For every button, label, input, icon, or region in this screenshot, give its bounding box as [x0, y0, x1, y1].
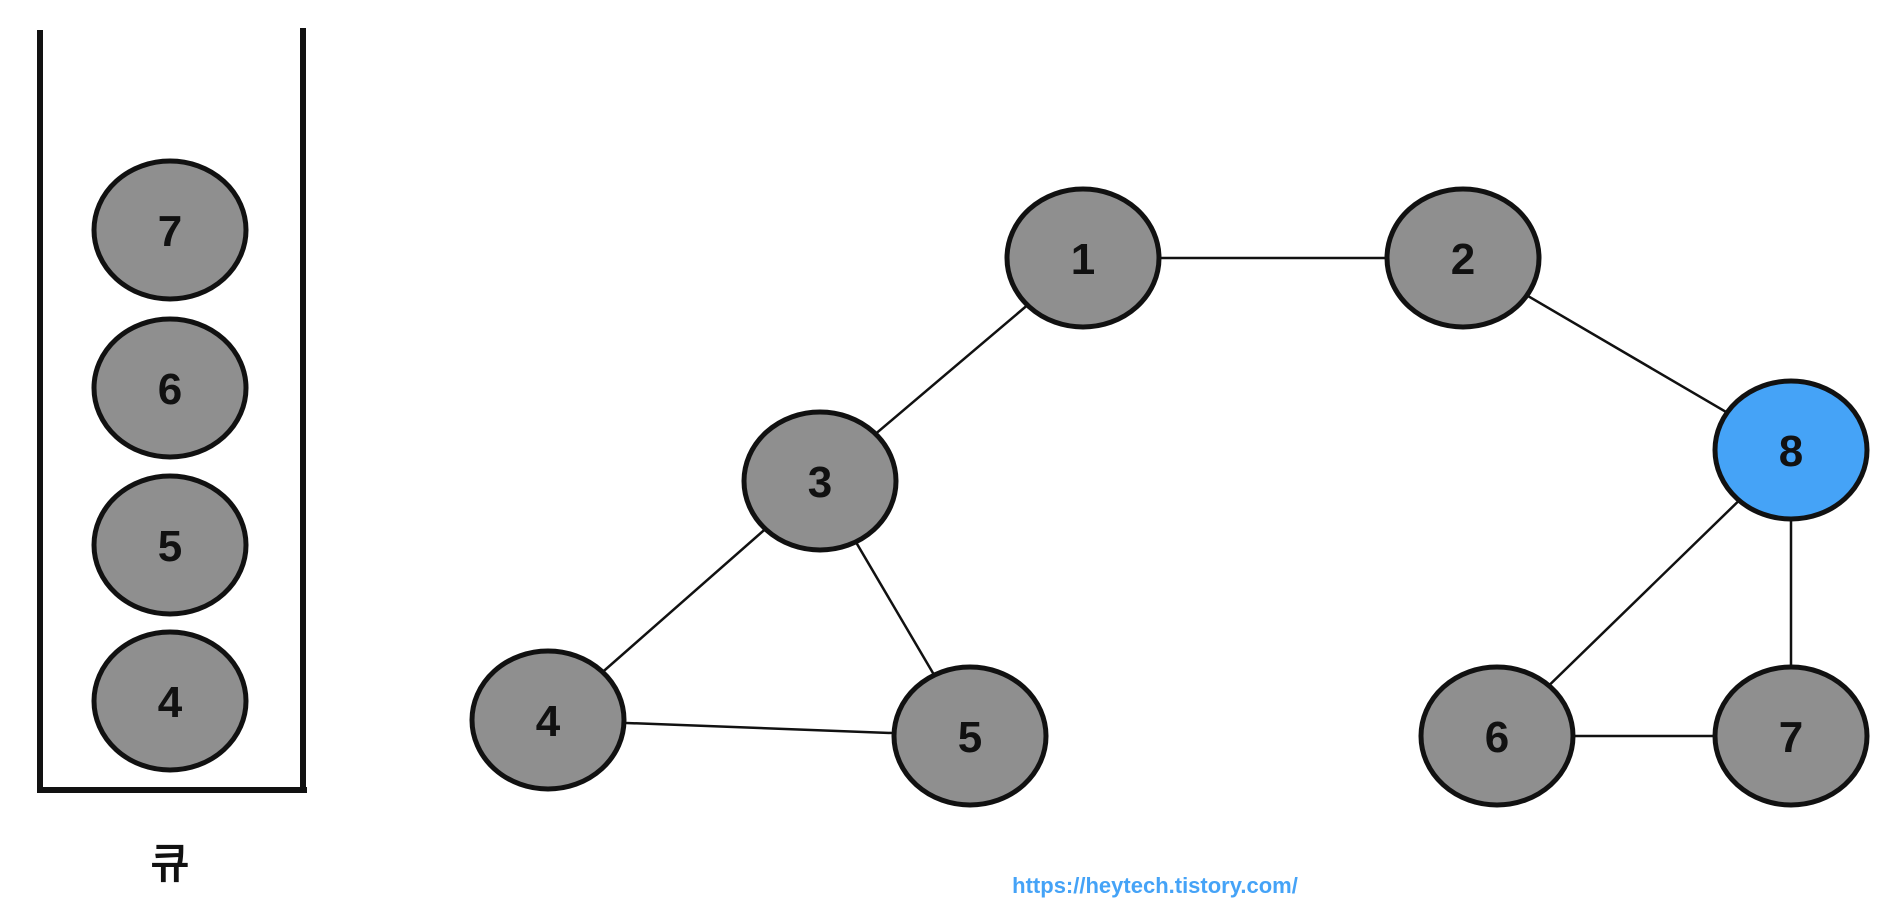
node-label: 6 [1485, 713, 1509, 762]
node-label: 5 [958, 713, 982, 762]
node-7: 7 [1712, 664, 1870, 808]
queue-item-label: 7 [158, 207, 182, 256]
node-circle [891, 664, 1049, 808]
node-circle [1384, 186, 1542, 330]
footer-url[interactable]: https://heytech.tistory.com/ [1012, 873, 1298, 898]
node-circle [1004, 186, 1162, 330]
footer: https://heytech.tistory.com/ [0, 874, 1888, 898]
node-2: 2 [1384, 186, 1542, 330]
graph-nodes: 1 2 3 4 5 6 7 8 [469, 186, 1870, 808]
queue-item: 4 [91, 629, 249, 773]
queue-item-circle [91, 158, 249, 302]
node-circle [469, 648, 627, 792]
queue-item: 5 [91, 473, 249, 617]
node-label: 7 [1779, 713, 1803, 762]
node-5: 5 [891, 664, 1049, 808]
queue-caption: 큐 [151, 839, 190, 888]
queue-items: 7 6 5 4 [91, 158, 249, 773]
queue-item-circle [91, 316, 249, 460]
node-label: 8 [1779, 427, 1803, 476]
queue-item-circle [91, 473, 249, 617]
queue-item: 7 [91, 158, 249, 302]
node-8: 8 [1712, 378, 1870, 522]
node-circle [741, 409, 899, 553]
node-4: 4 [469, 648, 627, 792]
graph-edges [547, 256, 1793, 738]
queue-item: 6 [91, 316, 249, 460]
node-6: 6 [1418, 664, 1576, 808]
node-label: 2 [1451, 235, 1475, 284]
queue-item-circle [91, 629, 249, 773]
node-circle [1712, 664, 1870, 808]
node-1: 1 [1004, 186, 1162, 330]
queue-container: 7 6 5 4 큐 [37, 28, 307, 888]
node-label: 3 [808, 458, 832, 507]
queue-item-label: 6 [158, 365, 182, 414]
node-label: 1 [1071, 235, 1095, 284]
queue-item-label: 5 [158, 522, 182, 571]
node-3: 3 [741, 409, 899, 553]
node-circle [1418, 664, 1576, 808]
node-label: 4 [536, 697, 561, 746]
queue-item-label: 4 [158, 678, 183, 727]
node-circle [1712, 378, 1870, 522]
